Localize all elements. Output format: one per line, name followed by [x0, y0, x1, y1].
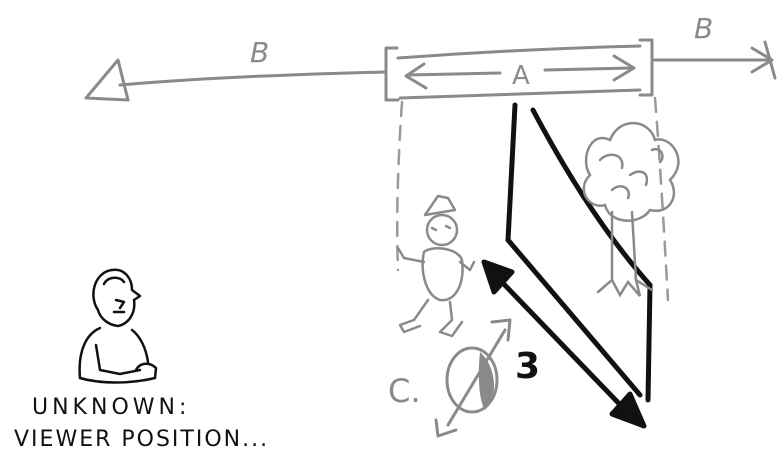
label-c: C. — [388, 372, 421, 410]
viewer-icon — [78, 268, 158, 384]
segment-a-box — [384, 38, 654, 102]
label-b-right: B — [694, 12, 713, 45]
segment-a-arrow-right — [543, 66, 634, 72]
caption-line-2: VIEWER POSITION... — [14, 427, 269, 452]
arrow-3 — [481, 259, 647, 429]
tree-icon — [582, 121, 680, 298]
axis-b — [84, 40, 777, 102]
projection-lines — [395, 96, 670, 302]
axis-b-left-arrowhead — [84, 58, 130, 102]
label-a: A — [512, 61, 530, 91]
object-c — [434, 318, 512, 438]
axis-b-left-line — [118, 70, 387, 87]
segment-a-arrow-left — [406, 71, 502, 77]
label-b-left: B — [250, 36, 269, 69]
caption-line-1: UNKNOWN: — [32, 395, 190, 420]
axis-b-right-arrowhead — [750, 46, 774, 74]
figure-icon — [396, 194, 476, 338]
label-three: 3 — [515, 346, 540, 387]
